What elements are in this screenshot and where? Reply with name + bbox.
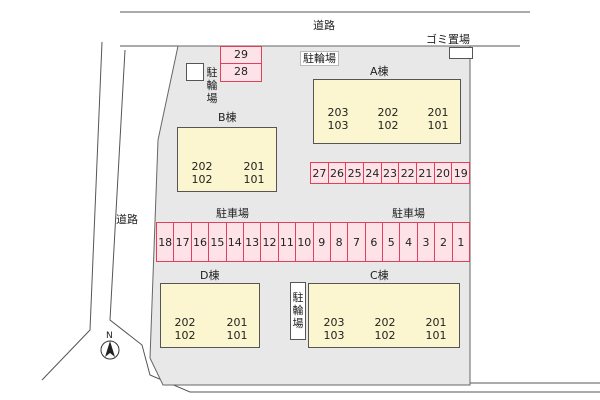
parking-slot: 4	[400, 223, 418, 261]
parking-slot: 17	[174, 223, 192, 261]
north-label: N	[106, 331, 113, 341]
road-left-line-1	[41, 41, 103, 381]
parking-slot: 11	[279, 223, 297, 261]
parking-slot: 19	[453, 166, 468, 180]
parking-slot: 27	[311, 163, 329, 183]
parking-label-right: 駐車場	[392, 207, 425, 220]
parking-slot: 24	[364, 163, 382, 183]
parking-slot: 23	[382, 163, 400, 183]
parking-slot: 13	[244, 223, 262, 261]
parking-slot: 25	[346, 163, 365, 183]
parking-slot: 2	[435, 223, 453, 261]
north-arrow-icon	[100, 340, 120, 360]
parking-slot: 3	[418, 223, 436, 261]
garbage-area	[449, 47, 473, 59]
road-label-left: 道路	[116, 213, 138, 226]
parking-slot: 28	[234, 65, 248, 78]
bike-parking-mid: 駐輪場	[290, 282, 306, 340]
parking-slot: 20	[435, 163, 453, 183]
parking-slot: 9	[314, 223, 331, 261]
parking-slot: 8	[331, 223, 349, 261]
parking-slot: 12	[261, 223, 279, 261]
parking-label-left: 駐車場	[216, 207, 249, 220]
parking-slot: 14	[227, 223, 244, 261]
parking-slot: 22	[399, 163, 418, 183]
parking-slot: 10	[296, 223, 314, 261]
parking-slot: 5	[383, 223, 401, 261]
bike-parking-left-label: 駐輪場	[206, 66, 218, 105]
parking-slot: 6	[366, 223, 384, 261]
building-a-label: A棟	[370, 65, 389, 78]
garbage-label: ゴミ置場	[426, 33, 470, 46]
building-d-label: D棟	[200, 269, 220, 282]
bike-parking-top: 駐輪場	[300, 51, 339, 66]
parking-slot: 1	[457, 235, 465, 249]
parking-row-lower: 18 17 16 15 14 13 12 11 10 9 8 7 6 5 4 3…	[156, 222, 470, 262]
parking-slot: 29	[221, 47, 261, 64]
parking-slot: 21	[417, 163, 435, 183]
parking-stack-top: 29 28	[220, 46, 262, 82]
road-label-top: 道路	[313, 19, 335, 32]
parking-slot: 7	[348, 223, 366, 261]
road-left-line-2	[109, 49, 600, 393]
parking-slot: 15	[209, 223, 227, 261]
parking-slot: 18	[157, 223, 175, 261]
parking-row-upper: 27 26 25 24 23 22 21 20 19	[310, 162, 470, 184]
parking-slot: 26	[329, 163, 347, 183]
building-c-label: C棟	[370, 269, 389, 282]
bike-parking-left-box	[186, 63, 204, 81]
building-b-label: B棟	[218, 111, 237, 124]
parking-slot: 16	[192, 223, 210, 261]
